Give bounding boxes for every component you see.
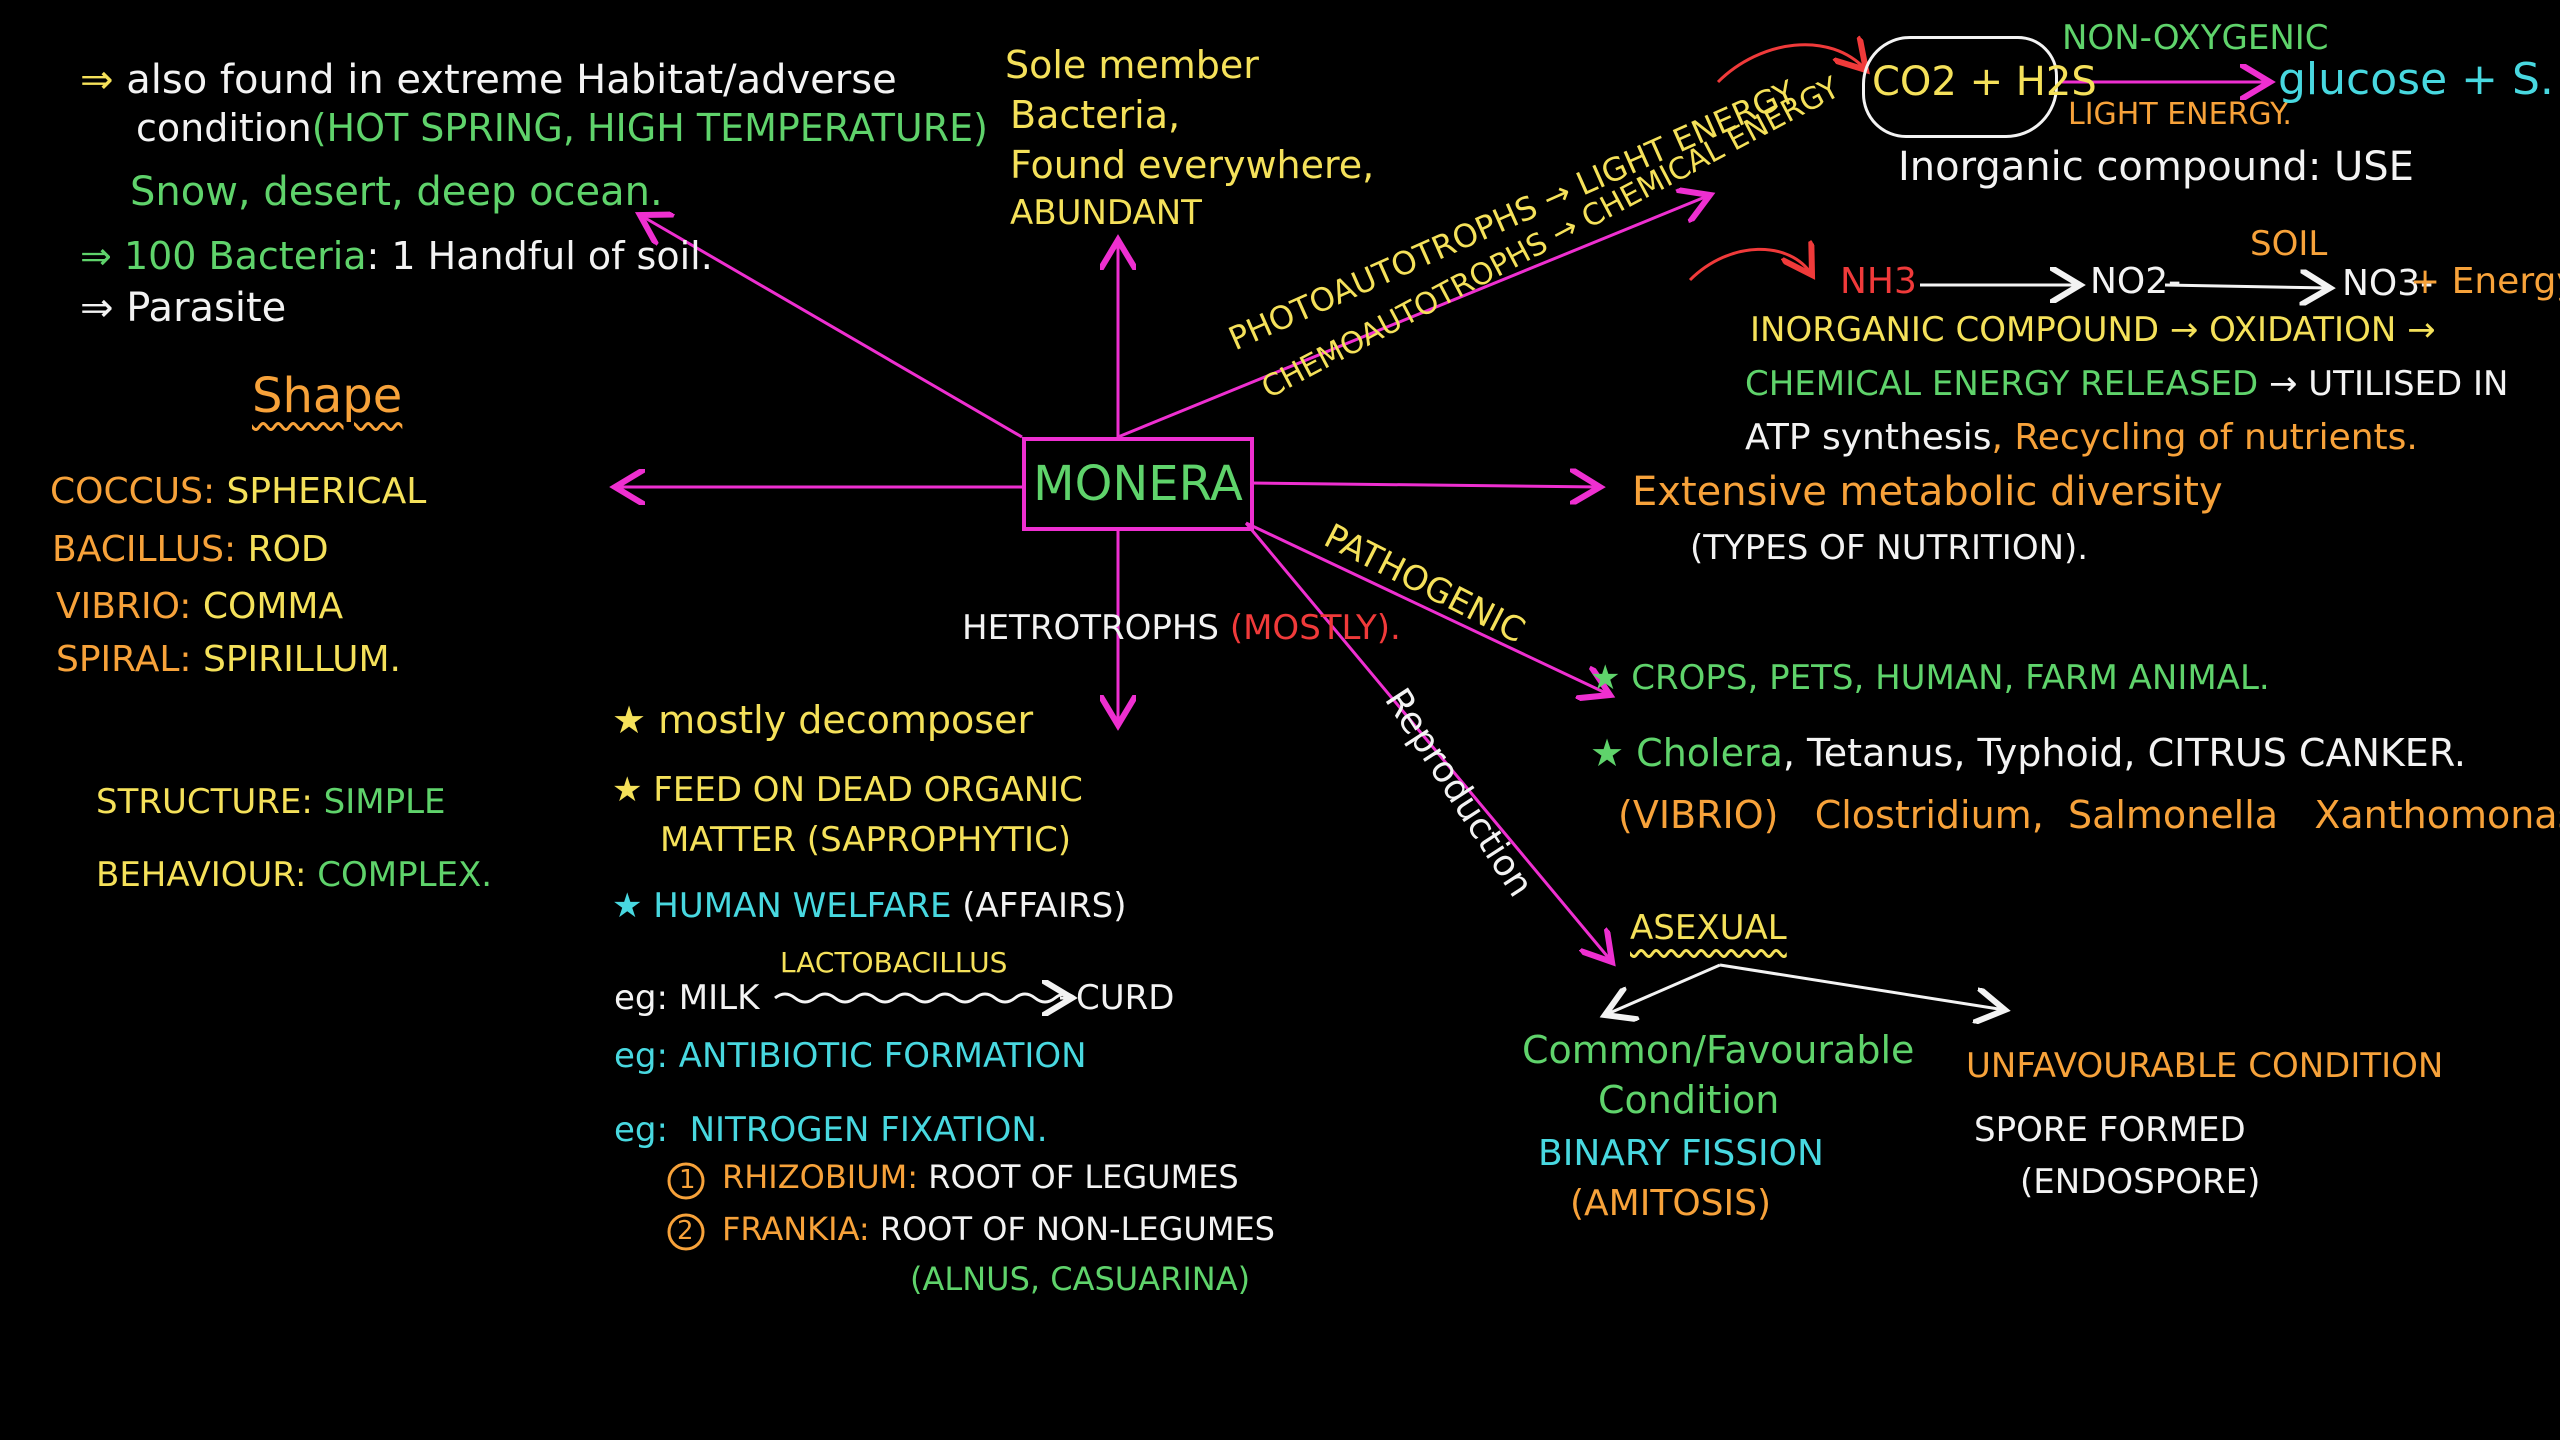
common-line-2: Condition	[1598, 1078, 1780, 1122]
products-label: glucose + S.	[2278, 54, 2554, 105]
habitat-line-3: Snow, desert, deep ocean.	[130, 169, 663, 215]
star-bullet: ★	[1590, 658, 1621, 698]
no3-label: NO3-	[2342, 263, 2434, 304]
common-line-1: Common/Favourable	[1522, 1028, 1915, 1072]
nh3-label: NH3	[1840, 261, 1917, 302]
rhizobium-line: RHIZOBIUM: ROOT OF LEGUMES	[722, 1158, 1239, 1196]
behaviour-line: BEHAVIOUR: COMPLEX.	[96, 855, 493, 895]
arrow-to-photoautotrophs	[1117, 195, 1710, 439]
chemo-line-3: ATP synthesis, Recycling of nutrients.	[1745, 417, 2418, 458]
hetero-line-2: ★ FEED ON DEAD ORGANIC	[612, 770, 1083, 810]
shape-row-coccus: COCCUS: SPHERICAL	[50, 471, 427, 512]
arrow-no2-no3	[2164, 285, 2330, 288]
metabolic-line-2: (TYPES OF NUTRITION).	[1690, 528, 2089, 568]
metabolic-line-1: Extensive metabolic diversity	[1632, 469, 2223, 515]
reactants-label: CO2 + H2S	[1872, 59, 2097, 105]
soil-label: SOIL	[2250, 224, 2328, 264]
center-label: MONERA	[1033, 456, 1243, 512]
spore-label: SPORE FORMED	[1974, 1110, 2246, 1150]
amitosis-label: (AMITOSIS)	[1570, 1183, 1772, 1224]
alnus-line: (ALNUS, CASUARINA)	[910, 1260, 1251, 1298]
pathogenic-line-2: ★ Cholera, Tetanus, Typhoid, CITRUS CANK…	[1590, 731, 2466, 775]
number-2: 2	[677, 1216, 694, 1246]
structure-line: STRUCTURE: SIMPLE	[96, 782, 446, 822]
hetero-eg-milk: eg: MILK	[614, 978, 760, 1018]
light-energy-label: LIGHT ENERGY.	[2068, 97, 2292, 132]
habitat-line-1: ⇒ also found in extreme Habitat/adverse	[80, 57, 897, 103]
arrow-to-metabolic	[1249, 483, 1600, 487]
red-curve-arrow-top	[1716, 45, 1866, 84]
shape-title: Shape	[252, 368, 403, 424]
curd-label: CURD	[1076, 978, 1175, 1018]
heterotrophs-label: HETROTROPHS (MOSTLY).	[962, 608, 1401, 648]
frankia-line: FRANKIA: ROOT OF NON-LEGUMES	[722, 1210, 1275, 1248]
center-node: MONERA	[1022, 437, 1254, 531]
chemo-line-2: CHEMICAL ENERGY RELEASED → UTILISED IN	[1745, 364, 2509, 404]
asexual-label: ASEXUAL	[1630, 908, 1787, 948]
unfavourable-label: UNFAVOURABLE CONDITION	[1966, 1046, 2444, 1086]
arrow-to-habitat	[640, 215, 1023, 439]
hetero-line-4: ★ HUMAN WELFARE (AFFAIRS)	[612, 886, 1127, 926]
non-oxygenic-label: NON-OXYGENIC	[2062, 18, 2329, 58]
number-2-circle	[667, 1213, 705, 1251]
number-1: 1	[679, 1165, 696, 1195]
endospore-label: (ENDOSPORE)	[2020, 1162, 2261, 1202]
habitat-line-4: ⇒ 100 Bacteria: 1 Handful of soil.	[80, 234, 713, 278]
lactobacillus-wavy-arrow	[774, 992, 1076, 1004]
no2-label: NO2-	[2090, 261, 2182, 302]
hetero-line-1: ★ mostly decomposer	[612, 698, 1034, 742]
hetero-eg-antibiotic: eg: ANTIBIOTIC FORMATION	[614, 1036, 1087, 1076]
pathogenic-line-3: (VIBRIO) Clostridium, Salmonella Xanthom…	[1618, 793, 2560, 837]
lactobacillus-label: LACTOBACILLUS	[780, 946, 1008, 979]
arrow-to-unfavourable	[1719, 963, 2005, 1010]
habitat-line-5: ⇒ Parasite	[80, 285, 287, 331]
reactant-cloud	[1862, 36, 2058, 138]
red-curve-arrow-mid	[1688, 249, 1812, 282]
arrow-to-pathogenic	[1245, 521, 1610, 695]
bullet-arrow: ⇒	[80, 57, 114, 103]
number-1-circle	[667, 1162, 705, 1200]
arrow-to-common	[1605, 963, 1721, 1015]
sole-line-1: Sole member	[1005, 43, 1259, 87]
chemo-line-1: INORGANIC COMPOUND → OXIDATION →	[1750, 310, 2436, 350]
plus-energy-label: + Energy	[2410, 261, 2560, 302]
shape-row-spiral: SPIRAL: SPIRILLUM.	[56, 639, 401, 680]
sole-line-4: ABUNDANT	[1010, 193, 1202, 233]
hetero-eg-nitrogen: eg: NITROGEN FIXATION.	[614, 1110, 1048, 1150]
hetero-line-3: MATTER (SAPROPHYTIC)	[660, 820, 1072, 860]
arrow-to-reproduction	[1244, 522, 1612, 962]
habitat-line-2: condition(HOT SPRING, HIGH TEMPERATURE)	[136, 106, 988, 150]
inorganic-use-label: Inorganic compound: USE	[1898, 144, 2414, 190]
pathogenic-line-1: ★ CROPS, PETS, HUMAN, FARM ANIMAL.	[1590, 658, 2270, 698]
sole-line-3: Found everywhere,	[1010, 143, 1375, 187]
sole-line-2: Bacteria,	[1010, 93, 1181, 137]
shape-row-bacillus: BACILLUS: ROD	[52, 529, 329, 570]
shape-row-vibrio: VIBRIO: COMMA	[56, 586, 344, 627]
binary-fission-label: BINARY FISSION	[1538, 1133, 1824, 1174]
